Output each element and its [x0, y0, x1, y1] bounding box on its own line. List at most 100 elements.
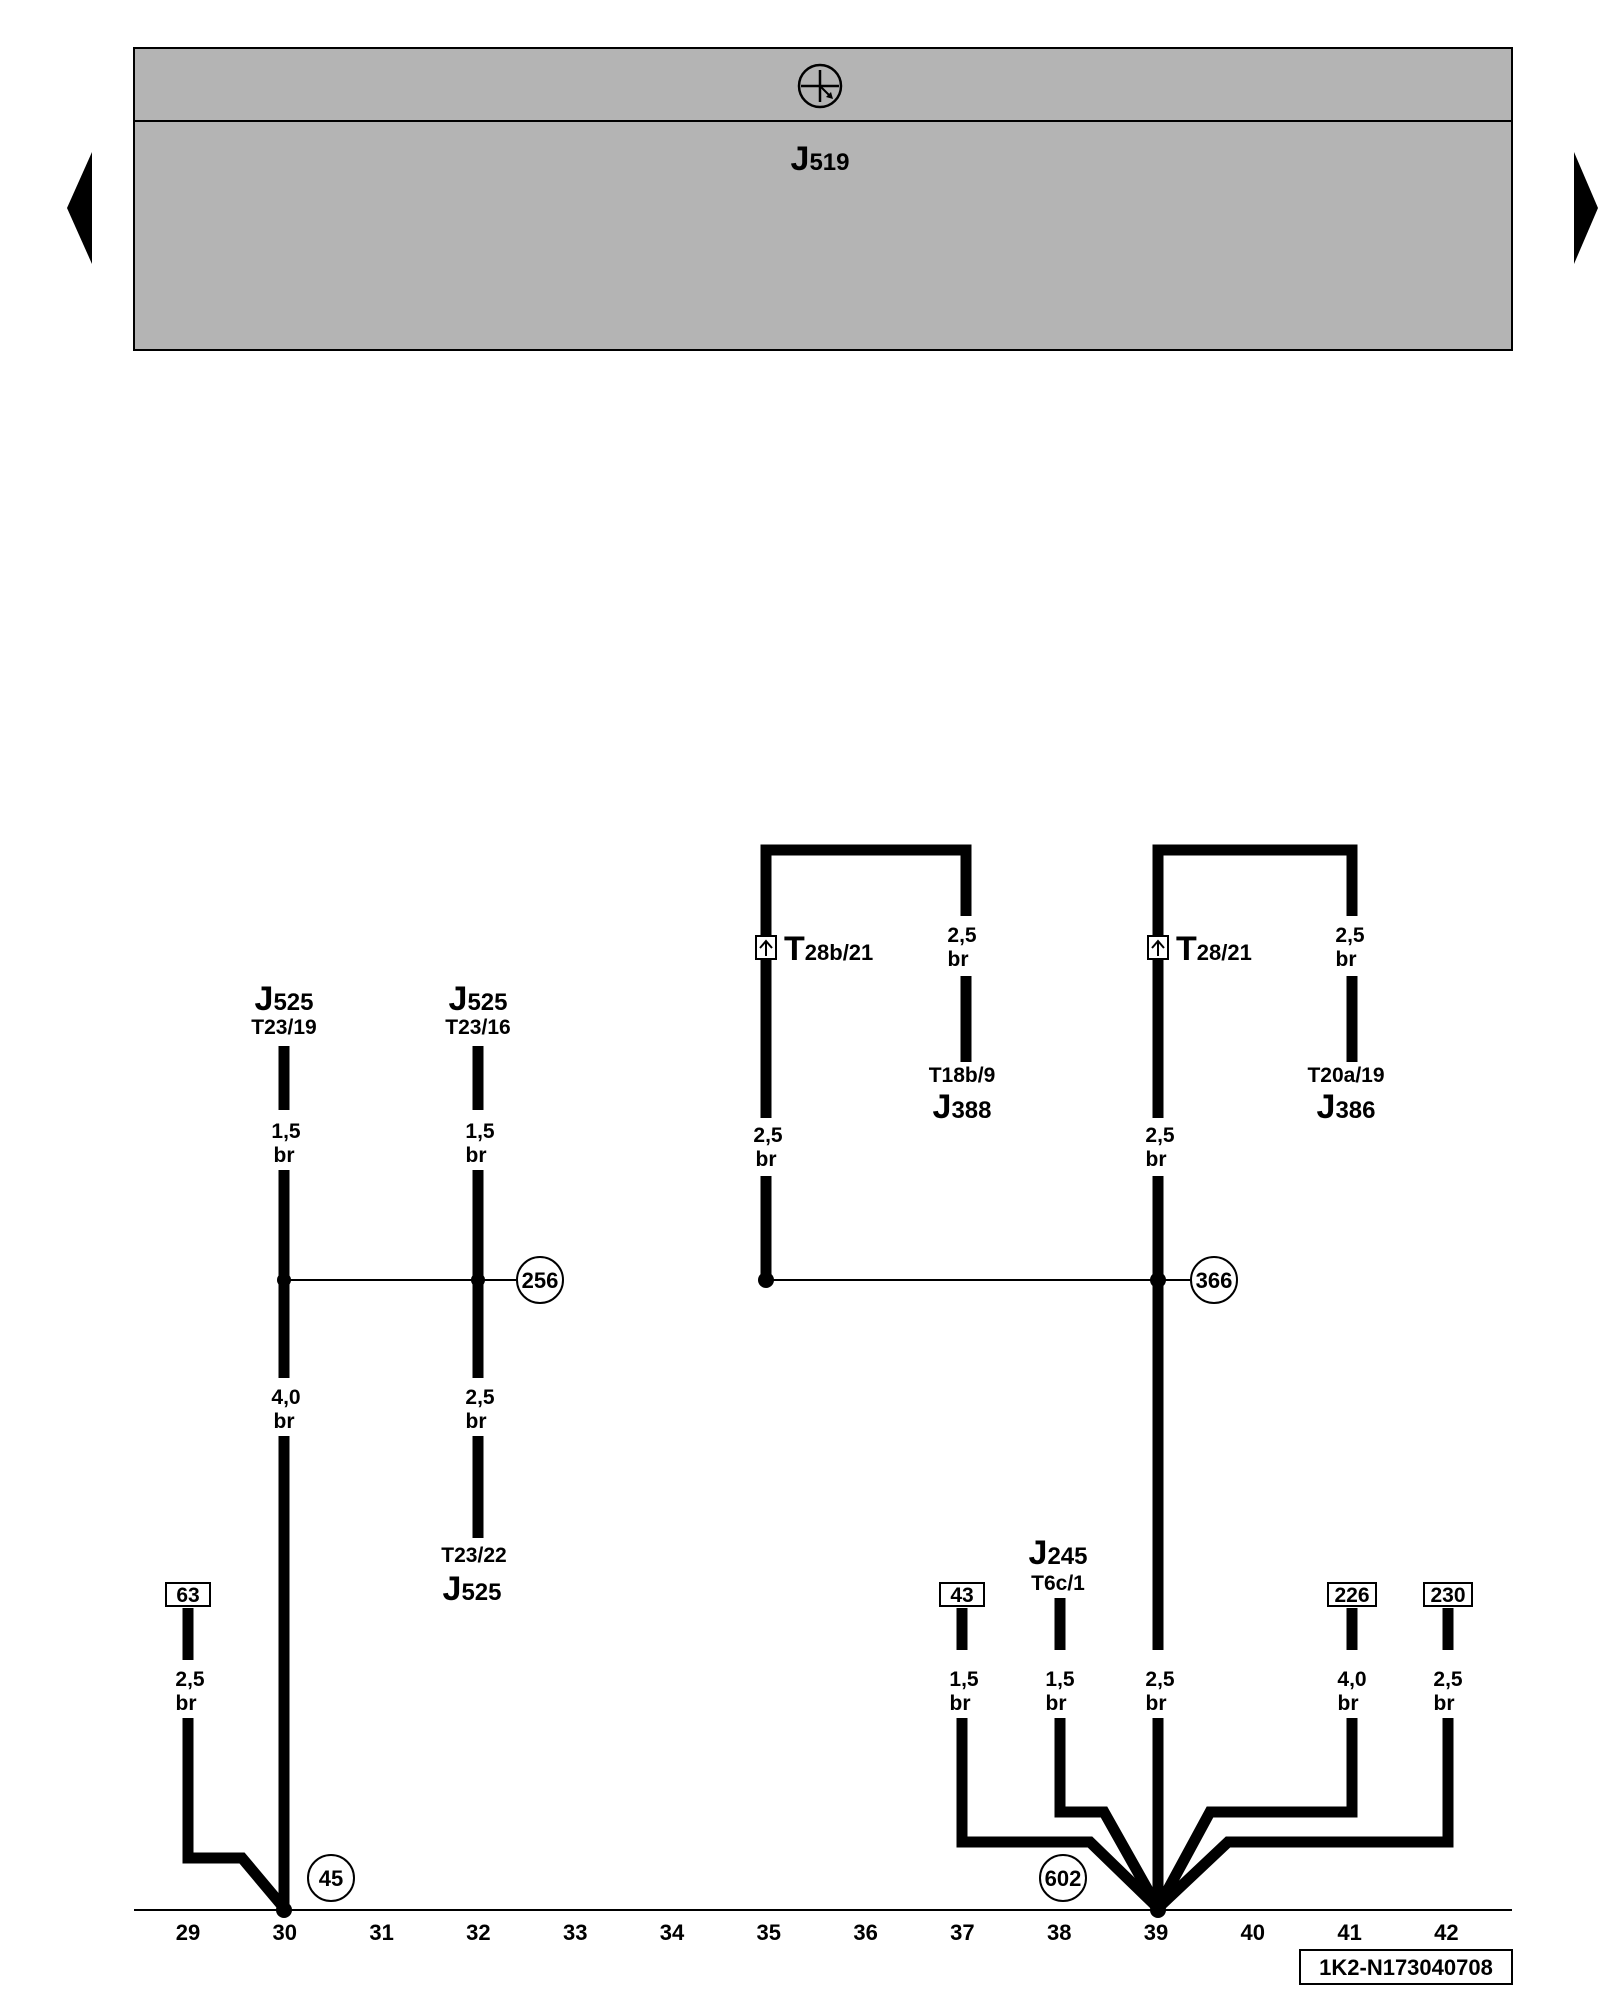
svg-text:4,0: 4,0 — [271, 1386, 300, 1409]
next-page-arrow[interactable] — [1574, 152, 1598, 264]
svg-text:2,5: 2,5 — [753, 1124, 783, 1147]
scale-number: 32 — [466, 1920, 490, 1945]
component-j245: J245 T6c/1 — [1029, 1534, 1088, 1595]
svg-text:T23/19: T23/19 — [251, 1016, 316, 1039]
wire-label: 1,5br — [271, 1120, 301, 1167]
wire-label: 2,5br — [175, 1668, 205, 1715]
wire-label: 2,5br — [1433, 1668, 1463, 1715]
svg-text:366: 366 — [1196, 1268, 1233, 1293]
component-j386: T20a/19 J386 — [1307, 1064, 1384, 1126]
svg-text:1K2-N173040708: 1K2-N173040708 — [1319, 1955, 1493, 1980]
svg-text:J245: J245 — [1029, 1534, 1088, 1572]
scale-number: 37 — [950, 1920, 974, 1945]
scale-number: 35 — [757, 1920, 781, 1945]
component-j525-top-b: J525 T23/16 — [445, 980, 510, 1039]
scale-number: 38 — [1047, 1920, 1071, 1945]
svg-text:226: 226 — [1334, 1584, 1369, 1607]
wire-label: 2,5br — [1145, 1668, 1175, 1715]
scale-number: 30 — [273, 1920, 297, 1945]
scale-number: 39 — [1144, 1920, 1168, 1945]
wire-label: 4,0br — [1337, 1668, 1366, 1715]
svg-text:br: br — [1046, 1692, 1067, 1715]
svg-text:230: 230 — [1430, 1584, 1465, 1607]
junction-dots — [276, 1272, 1166, 1918]
svg-text:br: br — [1146, 1692, 1167, 1715]
svg-text:T23/16: T23/16 — [445, 1016, 510, 1039]
svg-text:1,5: 1,5 — [1045, 1668, 1075, 1691]
scale-number: 42 — [1434, 1920, 1458, 1945]
connector-t28-21: T28/21 — [1147, 930, 1252, 968]
svg-text:br: br — [756, 1148, 777, 1171]
svg-text:1,5: 1,5 — [465, 1120, 495, 1143]
svg-text:J525: J525 — [449, 980, 508, 1018]
svg-text:br: br — [274, 1410, 295, 1433]
svg-text:br: br — [1338, 1692, 1359, 1715]
wire-label: 2,5br — [1335, 924, 1365, 971]
svg-text:2,5: 2,5 — [1145, 1668, 1175, 1691]
control-unit-label: J519 — [791, 140, 850, 178]
component-j525-top-a: J525 T23/19 — [251, 980, 316, 1039]
svg-text:br: br — [948, 948, 969, 971]
svg-text:br: br — [274, 1144, 295, 1167]
scale-number: 33 — [563, 1920, 587, 1945]
wire-label: 2,5br — [1145, 1124, 1175, 1171]
svg-text:T23/22: T23/22 — [441, 1544, 506, 1567]
svg-text:T6c/1: T6c/1 — [1031, 1572, 1085, 1595]
svg-text:J388: J388 — [933, 1088, 992, 1126]
svg-text:J525: J525 — [255, 980, 314, 1018]
svg-text:br: br — [1434, 1692, 1455, 1715]
scale-number: 29 — [176, 1920, 200, 1945]
svg-text:4,0: 4,0 — [1337, 1668, 1366, 1691]
wire-label: 2,5br — [947, 924, 977, 971]
svg-text:J386: J386 — [1317, 1088, 1376, 1126]
wire-label: 4,0br — [271, 1386, 300, 1433]
svg-text:2,5: 2,5 — [1433, 1668, 1463, 1691]
svg-text:br: br — [1146, 1148, 1167, 1171]
svg-text:br: br — [176, 1692, 197, 1715]
svg-text:T20a/19: T20a/19 — [1307, 1064, 1384, 1087]
connector-t28-label: T28/21 — [1176, 930, 1252, 968]
svg-text:602: 602 — [1045, 1866, 1082, 1891]
svg-text:1,5: 1,5 — [271, 1120, 301, 1143]
scale-number: 36 — [853, 1920, 877, 1945]
svg-text:T18b/9: T18b/9 — [929, 1064, 996, 1087]
svg-text:2,5: 2,5 — [175, 1668, 205, 1691]
svg-text:br: br — [466, 1144, 487, 1167]
prev-page-arrow[interactable] — [67, 152, 92, 264]
component-header: J519 — [133, 47, 1513, 351]
svg-text:br: br — [466, 1410, 487, 1433]
ref-box-230[interactable]: 230 — [1423, 1582, 1473, 1607]
ground-point-256: 256 — [516, 1256, 564, 1304]
wire-labels: 1,5br 4,0br 1,5br 2,5br 2,5br 2,5br 2,5b… — [175, 924, 1463, 1715]
svg-text:2,5: 2,5 — [465, 1386, 495, 1409]
svg-text:43: 43 — [950, 1584, 973, 1607]
svg-text:2,5: 2,5 — [1145, 1124, 1175, 1147]
ground-point-602: 602 — [1039, 1854, 1087, 1902]
component-j525-bottom: T23/22 J525 — [441, 1544, 506, 1608]
svg-text:br: br — [950, 1692, 971, 1715]
svg-text:2,5: 2,5 — [947, 924, 977, 947]
connector-t28b-21: T28b/21 — [755, 930, 873, 968]
ref-box-63[interactable]: 63 — [165, 1582, 211, 1607]
svg-text:1,5: 1,5 — [949, 1668, 979, 1691]
ground-point-45: 45 — [307, 1854, 355, 1902]
ground-point-366: 366 — [1190, 1256, 1238, 1304]
ref-box-43[interactable]: 43 — [939, 1582, 985, 1607]
wire-label: 1,5br — [1045, 1668, 1075, 1715]
wire-label: 1,5br — [465, 1120, 495, 1167]
document-code: 1K2-N173040708 — [1299, 1949, 1513, 1985]
wire-label: 2,5br — [465, 1386, 495, 1433]
component-j388: T18b/9 J388 — [929, 1064, 996, 1126]
svg-text:2,5: 2,5 — [1335, 924, 1365, 947]
ref-box-226[interactable]: 226 — [1327, 1582, 1377, 1607]
scale-number: 40 — [1241, 1920, 1265, 1945]
wire-label: 1,5br — [949, 1668, 979, 1715]
connector-t28b-label: T28b/21 — [784, 930, 873, 968]
svg-text:45: 45 — [319, 1866, 343, 1891]
antenna-ground-symbol-icon — [797, 63, 843, 109]
svg-text:256: 256 — [522, 1268, 559, 1293]
svg-text:J525: J525 — [443, 1570, 502, 1608]
